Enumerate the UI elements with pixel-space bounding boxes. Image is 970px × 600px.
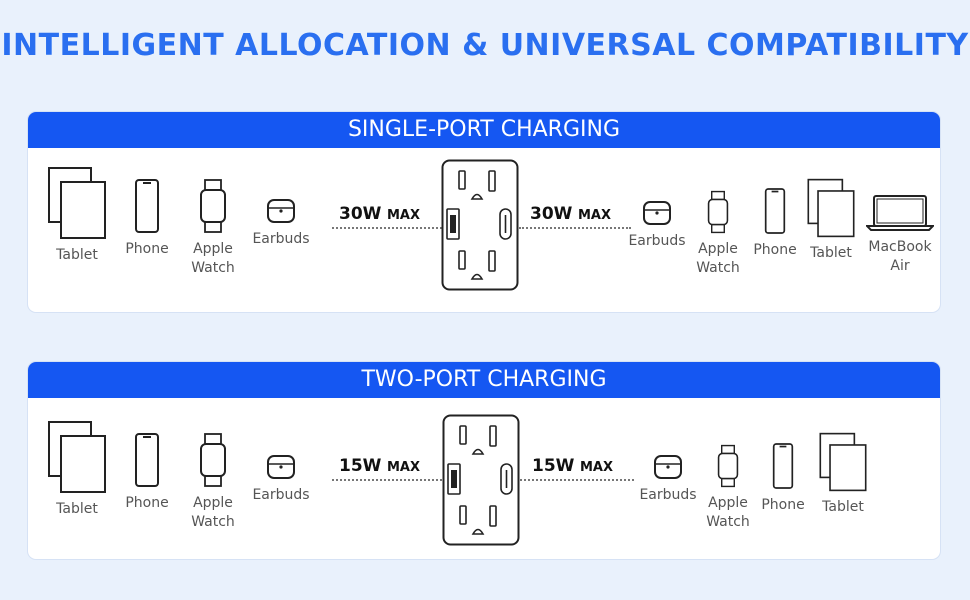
device-label: Phone xyxy=(761,497,805,513)
earbuds-case-icon xyxy=(643,201,671,225)
device-tablet: Tablet xyxy=(800,178,862,263)
phone-icon xyxy=(772,443,794,489)
device-earbuds: Earbuds xyxy=(622,200,692,251)
left-connector-line xyxy=(332,479,442,481)
device-phone: Phone xyxy=(756,442,810,515)
phone-icon xyxy=(135,179,159,233)
right-port-power: 15W MAX xyxy=(532,456,614,476)
tablet-icon xyxy=(807,178,855,238)
tablet-icon xyxy=(819,432,867,492)
device-apple-watch: Apple Watch xyxy=(688,190,748,278)
left-port-power: 15W MAX xyxy=(339,456,421,476)
device-phone: Phone xyxy=(748,187,802,260)
single-port-panel: SINGLE-PORT CHARGING Tablet Phone Apple … xyxy=(28,112,940,312)
device-tablet: Tablet xyxy=(42,420,112,519)
device-label: Earbuds xyxy=(628,233,686,249)
tablet-icon xyxy=(48,421,106,493)
right-port-power: 30W MAX xyxy=(530,204,612,224)
device-label: Tablet xyxy=(822,499,864,515)
device-label: Phone xyxy=(125,241,169,257)
phone-icon xyxy=(135,433,159,487)
watch-icon xyxy=(200,179,226,233)
device-label: Apple Watch xyxy=(706,495,750,530)
device-label: Apple Watch xyxy=(191,495,235,530)
watch-icon xyxy=(707,190,729,234)
device-label: Phone xyxy=(125,495,169,511)
two-port-panel: TWO-PORT CHARGING Tablet Phone Apple Wat… xyxy=(28,362,940,559)
device-tablet: Tablet xyxy=(42,166,112,265)
device-apple-watch: Apple Watch xyxy=(182,432,244,532)
device-phone: Phone xyxy=(120,432,174,513)
device-label: Earbuds xyxy=(639,487,697,503)
device-macbook-air: MacBook Air xyxy=(864,194,936,276)
device-apple-watch: Apple Watch xyxy=(698,444,758,532)
left-connector-line xyxy=(332,227,442,229)
earbuds-case-icon xyxy=(267,199,295,223)
earbuds-case-icon xyxy=(654,455,682,479)
right-connector-line xyxy=(519,227,631,229)
device-label: Earbuds xyxy=(252,487,310,503)
earbuds-case-icon xyxy=(267,455,295,479)
device-earbuds: Earbuds xyxy=(634,454,702,505)
outlet-icon xyxy=(442,414,520,546)
single-port-title: SINGLE-PORT CHARGING xyxy=(28,112,940,148)
right-connector-line xyxy=(520,479,634,481)
watch-icon xyxy=(200,433,226,487)
outlet-icon xyxy=(441,159,519,291)
device-earbuds: Earbuds xyxy=(248,454,314,505)
device-tablet: Tablet xyxy=(812,432,874,517)
laptop-icon xyxy=(866,195,934,231)
two-port-title: TWO-PORT CHARGING xyxy=(28,362,940,398)
left-port-power: 30W MAX xyxy=(339,204,421,224)
device-label: MacBook Air xyxy=(868,239,932,274)
tablet-icon xyxy=(48,167,106,239)
page-headline: INTELLIGENT ALLOCATION & UNIVERSAL COMPA… xyxy=(1,28,969,63)
device-apple-watch: Apple Watch xyxy=(182,178,244,278)
device-earbuds: Earbuds xyxy=(248,198,314,249)
device-label: Phone xyxy=(753,242,797,258)
device-label: Apple Watch xyxy=(191,241,235,276)
device-label: Tablet xyxy=(56,247,98,263)
device-label: Apple Watch xyxy=(696,241,740,276)
watch-icon xyxy=(717,444,739,488)
device-phone: Phone xyxy=(120,178,174,259)
phone-icon xyxy=(764,188,786,234)
device-label: Tablet xyxy=(56,501,98,517)
device-label: Tablet xyxy=(810,245,852,261)
device-label: Earbuds xyxy=(252,231,310,247)
